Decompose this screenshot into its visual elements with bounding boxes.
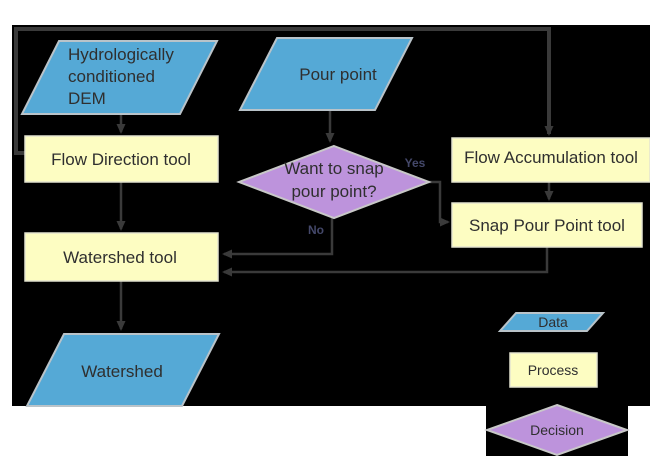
- edge-decision-yes-to-snap-pour-point: [428, 180, 450, 227]
- node-snap-pour-point-rect: [451, 202, 643, 248]
- node-watershed-label: Watershed: [81, 362, 163, 381]
- node-flow-accumulation-label: Flow Accumulation tool: [464, 148, 638, 167]
- edge-flow-direction-to-flow-accumulation: [14, 27, 554, 155]
- node-snap-decision-label-line1: Want to snap: [284, 159, 384, 178]
- node-flow-direction-rect: [24, 135, 219, 183]
- node-flow-accumulation-rect: [451, 137, 650, 183]
- node-snap-decision-diamond: [236, 144, 432, 220]
- node-snap-decision-label-line2: pour point?: [291, 182, 376, 201]
- node-flow-direction-label: Flow Direction tool: [51, 150, 191, 169]
- node-dem-label-line3: DEM: [68, 89, 106, 108]
- legend-process-rect: [509, 352, 598, 388]
- legend-data-label: Data: [538, 314, 568, 330]
- legend-process-label: Process: [528, 362, 579, 378]
- edge-decision-no-to-watershed-tool: [222, 218, 334, 259]
- node-snap-pour-point-label: Snap Pour Point tool: [469, 216, 625, 235]
- edge-snap-pour-point-to-watershed-tool: [222, 247, 549, 277]
- node-dem-label-line1: Hydrologically: [68, 45, 174, 64]
- node-watershed-parallelogram: [25, 333, 221, 407]
- node-pour-point-label: Pour point: [299, 65, 377, 84]
- legend-data-parallelogram: [497, 312, 606, 332]
- node-dem-parallelogram: [20, 40, 219, 115]
- edge-label-no: No: [308, 223, 324, 237]
- node-watershed-tool-label: Watershed tool: [63, 248, 177, 267]
- node-dem-label-line2: conditioned: [68, 67, 155, 86]
- legend-decision-diamond: [484, 403, 630, 457]
- node-watershed-tool-rect: [24, 232, 219, 282]
- edge-label-yes: Yes: [405, 156, 426, 170]
- node-pour-point-parallelogram: [238, 37, 414, 111]
- legend-decision-label: Decision: [530, 422, 584, 438]
